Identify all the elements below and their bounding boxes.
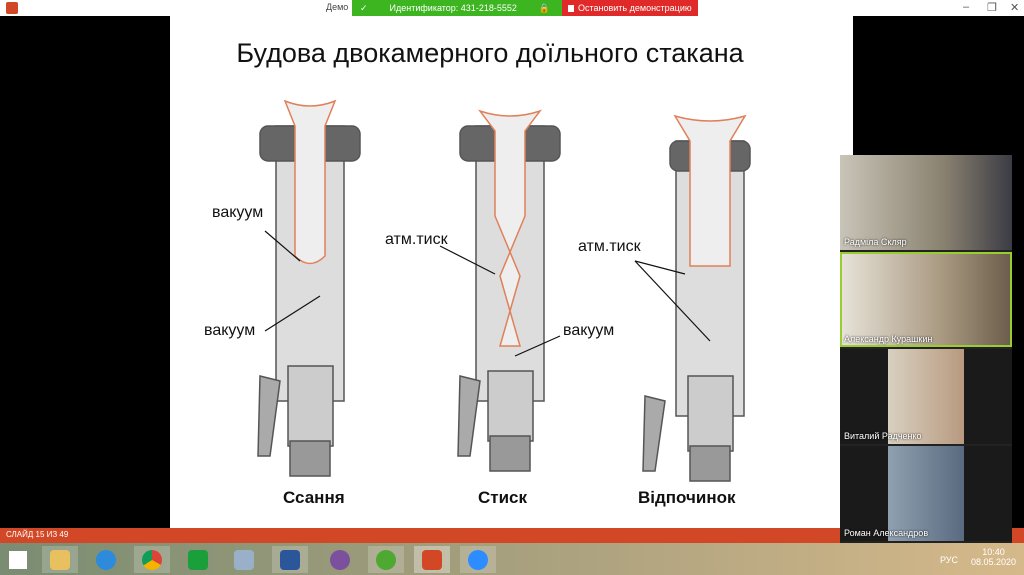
utorrent-icon[interactable] [368, 546, 404, 573]
caption-rest: Відпочинок [638, 488, 736, 507]
cup-suction [257, 99, 361, 477]
word-icon[interactable] [272, 546, 308, 573]
internet-explorer-icon[interactable] [88, 546, 124, 573]
slide: Будова двокамерного доїльного стакана ва… [170, 16, 853, 528]
start-button[interactable] [0, 546, 36, 573]
close-button[interactable]: ✕ [1010, 2, 1020, 14]
meeting-id-text: Идентификатор: 431-218-5552 [389, 3, 517, 13]
participant-tile[interactable]: Виталий Радченко [840, 349, 1012, 444]
label-vacuum-3: вакуум [563, 322, 615, 339]
teat-cup-diagram [257, 99, 751, 482]
caption-suction: Ссання [283, 488, 345, 507]
label-atm-1: атм.тиск [385, 231, 448, 248]
participant-videos: Радміла Скляр Александр Курашкин Виталий… [840, 155, 1012, 543]
stop-icon [568, 4, 574, 12]
window-titlebar: Демо ✓ Идентификатор: 431-218-5552 🔒 Остан… [0, 0, 1024, 16]
participant-name: Радміла Скляр [844, 237, 907, 247]
restore-button[interactable]: ❐ [987, 2, 997, 14]
minimize-button[interactable]: – [963, 1, 970, 13]
slide-title: Будова двокамерного доїльного стакана [236, 38, 744, 68]
chrome-icon[interactable] [134, 546, 170, 573]
demo-label: Демо [326, 2, 349, 12]
meeting-id[interactable]: ✓ Идентификатор: 431-218-5552 🔒 [352, 0, 562, 16]
powerpoint-taskbar-icon[interactable] [414, 546, 450, 573]
stop-share-label: Остановить демонстрацию [578, 3, 692, 13]
participant-tile[interactable]: Радміла Скляр [840, 155, 1012, 250]
powerpoint-icon [6, 2, 18, 14]
status-bar: СЛАЙД 15 ИЗ 49 [0, 528, 1024, 543]
label-vacuum-2: вакуум [204, 322, 256, 339]
date: 08.05.2020 [970, 557, 1016, 567]
zoom-icon[interactable] [460, 546, 496, 573]
slide-counter: СЛАЙД 15 ИЗ 49 [6, 530, 69, 539]
language-indicator[interactable]: РУС [940, 555, 959, 565]
label-atm-2: атм.тиск [578, 238, 641, 255]
screen-share-bar: ✓ Идентификатор: 431-218-5552 🔒 Остановить… [352, 0, 698, 16]
calculator-icon[interactable] [226, 546, 262, 573]
caption-compression: Стиск [478, 488, 528, 507]
signal-icon: ✓ [360, 2, 368, 13]
explorer-icon[interactable] [42, 546, 78, 573]
participant-tile-active[interactable]: Александр Курашкин [840, 252, 1012, 347]
time: 10:40 [982, 547, 1005, 557]
participant-tile[interactable]: Роман Александров [840, 446, 1012, 541]
cup-compression [457, 109, 561, 472]
participant-name: Виталий Радченко [844, 431, 922, 441]
cup-rest [642, 114, 751, 482]
viber-icon[interactable] [322, 546, 358, 573]
participant-name: Роман Александров [844, 528, 929, 538]
label-vacuum-1: вакуум [212, 204, 264, 221]
participant-name: Александр Курашкин [844, 334, 933, 344]
stop-share-button[interactable]: Остановить демонстрацию [562, 0, 698, 16]
lock-icon: 🔒 [538, 2, 551, 13]
store-icon[interactable] [180, 546, 216, 573]
